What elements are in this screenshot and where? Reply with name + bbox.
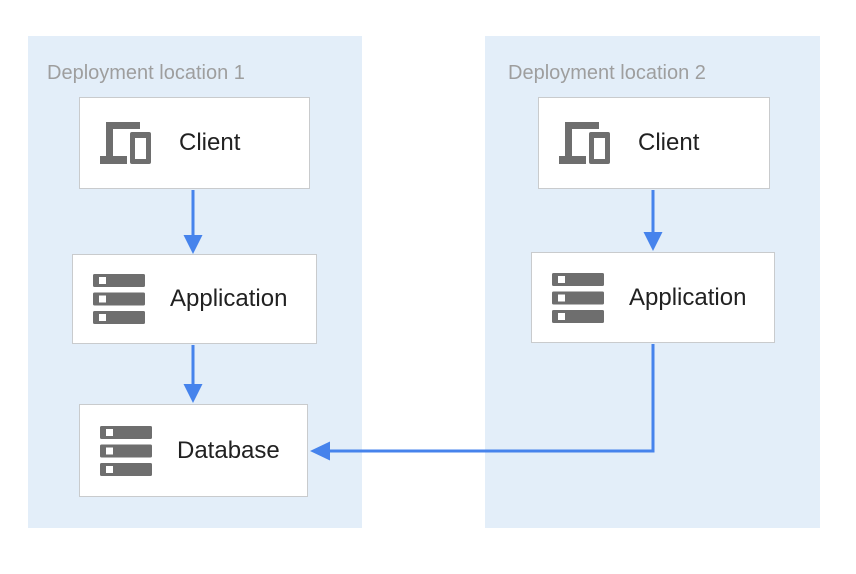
node-label: Database	[177, 436, 280, 464]
server-stack-icon	[100, 425, 152, 476]
node-label: Application	[170, 285, 288, 312]
devices-icon	[100, 122, 151, 164]
node-application-1: Application	[72, 254, 317, 344]
node-label: Application	[629, 283, 747, 311]
node-label: Client	[179, 129, 241, 156]
node-application-2: Application	[531, 252, 775, 343]
node-database-1: Database	[79, 404, 308, 497]
node-label: Client	[638, 129, 700, 156]
server-stack-icon	[93, 274, 145, 324]
devices-icon	[559, 122, 610, 164]
panel-1-title: Deployment location 1	[47, 62, 245, 84]
panel-2-title: Deployment location 2	[508, 62, 706, 84]
node-client-2: Client	[538, 97, 770, 189]
server-stack-icon	[552, 272, 604, 323]
node-client-1: Client	[79, 97, 310, 189]
